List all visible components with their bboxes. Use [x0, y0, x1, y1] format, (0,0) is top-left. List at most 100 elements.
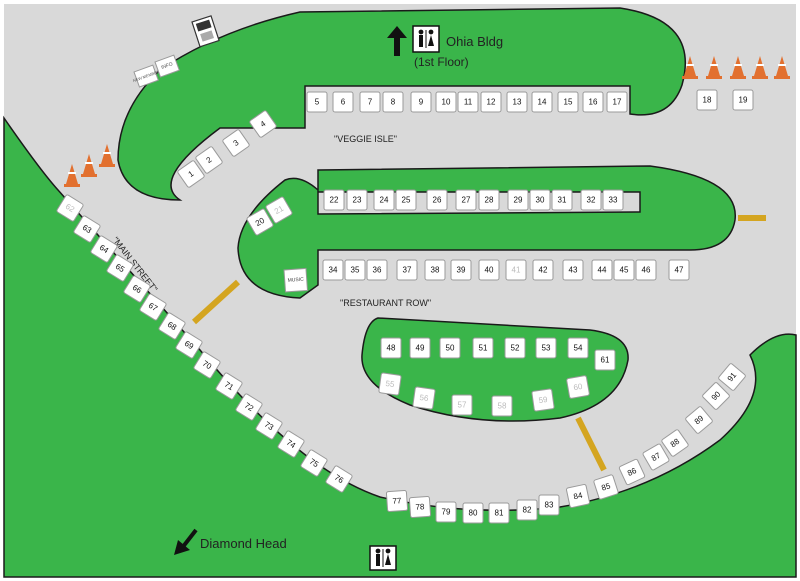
stall-number: 83 — [545, 501, 554, 510]
stall-number: 86 — [626, 466, 638, 478]
stall-number: 9 — [419, 98, 424, 107]
stall-number: 29 — [514, 196, 523, 205]
stall-73: 73 — [255, 412, 283, 440]
stall-51: 51 — [472, 337, 494, 359]
stall-35: 35 — [344, 259, 366, 281]
stall-14: 14 — [531, 91, 553, 113]
info-table: INFO — [154, 54, 180, 78]
stall-75: 75 — [300, 449, 328, 477]
stall-number: 8 — [391, 98, 396, 107]
stall-49: 49 — [409, 337, 431, 359]
info-label: INFO — [160, 61, 173, 71]
stall-53: 53 — [535, 337, 557, 359]
stall-number: 17 — [613, 98, 622, 107]
stall-33: 33 — [602, 189, 624, 211]
stall-82: 82 — [516, 499, 538, 521]
stall-19: 19 — [732, 89, 754, 111]
stall-number: 32 — [587, 196, 596, 205]
stall-number: 10 — [442, 98, 451, 107]
stall-9: 9 — [410, 91, 432, 113]
stall-4: 4 — [249, 110, 277, 138]
restaurant-row-label: "RESTAURANT ROW" — [340, 298, 431, 308]
music-table: MUSIC — [283, 267, 309, 293]
stall-85: 85 — [593, 474, 619, 500]
stall-28: 28 — [478, 189, 500, 211]
stall-54: 54 — [567, 337, 589, 359]
stall-number: 27 — [462, 196, 471, 205]
stall-number: 31 — [558, 196, 567, 205]
stall-47: 47 — [668, 259, 690, 281]
restroom-icon — [412, 25, 440, 53]
traffic-cone-icon — [774, 56, 790, 79]
stall-55: 55 — [378, 372, 402, 396]
yellow-marker — [191, 279, 241, 325]
stall-number: 80 — [469, 509, 478, 518]
stall-5: 5 — [306, 91, 328, 113]
stall-70: 70 — [193, 351, 221, 379]
stall-3: 3 — [222, 129, 250, 157]
stall-number: 16 — [589, 98, 598, 107]
stall-number: 85 — [600, 481, 612, 492]
stall-72: 72 — [235, 393, 263, 421]
stall-81: 81 — [488, 502, 510, 524]
stall-number: 14 — [538, 98, 547, 107]
traffic-cone-icon — [730, 56, 746, 79]
stall-68: 68 — [158, 312, 186, 340]
stall-40: 40 — [478, 259, 500, 281]
stall-number: 39 — [457, 266, 466, 275]
stall-12: 12 — [480, 91, 502, 113]
stall-89: 89 — [685, 406, 713, 434]
stall-32: 32 — [580, 189, 602, 211]
traffic-cone-icon — [682, 56, 698, 79]
stall-69: 69 — [175, 331, 203, 359]
stall-number: 38 — [431, 266, 440, 275]
stall-number: 56 — [419, 393, 430, 403]
stall-number: 37 — [403, 266, 412, 275]
stall-62: 62 — [56, 194, 84, 222]
stall-number: 30 — [536, 196, 545, 205]
yellow-marker — [575, 416, 607, 472]
stall-number: 61 — [601, 356, 610, 365]
stall-8: 8 — [382, 91, 404, 113]
stall-42: 42 — [532, 259, 554, 281]
stall-number: 59 — [538, 395, 549, 405]
grass-restaurant-row — [237, 165, 736, 299]
stall-number: 55 — [385, 379, 396, 389]
stall-number: 42 — [539, 266, 548, 275]
stall-84: 84 — [566, 484, 590, 508]
stall-number: 6 — [341, 98, 346, 107]
stall-number: 7 — [368, 98, 373, 107]
stall-76: 76 — [325, 465, 353, 493]
stall-27: 27 — [455, 189, 477, 211]
stall-number: 19 — [739, 96, 748, 105]
stall-number: 35 — [351, 266, 360, 275]
stall-number: 43 — [569, 266, 578, 275]
stall-number: 33 — [609, 196, 618, 205]
traffic-cone-icon — [752, 56, 768, 79]
stall-50: 50 — [439, 337, 461, 359]
stall-number: 60 — [573, 382, 584, 393]
stall-number: 47 — [675, 266, 684, 275]
stall-57: 57 — [451, 394, 473, 416]
stall-24: 24 — [373, 189, 395, 211]
stall-number: 52 — [511, 344, 520, 353]
stall-26: 26 — [426, 189, 448, 211]
stall-79: 79 — [435, 501, 457, 523]
stall-number: 3 — [232, 138, 241, 148]
stall-number: 81 — [495, 509, 504, 518]
stall-number: 12 — [487, 98, 496, 107]
stall-number: 40 — [485, 266, 494, 275]
stall-18: 18 — [696, 89, 718, 111]
stall-number: 22 — [330, 196, 339, 205]
down-left-arrow-icon — [174, 528, 198, 555]
stall-46: 46 — [635, 259, 657, 281]
stall-61: 61 — [594, 349, 616, 371]
stall-60: 60 — [566, 375, 590, 399]
stall-64: 64 — [90, 235, 118, 263]
stall-58: 58 — [491, 395, 513, 417]
stall-41: 41 — [505, 259, 527, 281]
stall-number: 78 — [415, 502, 425, 512]
stall-number: 50 — [446, 344, 455, 353]
